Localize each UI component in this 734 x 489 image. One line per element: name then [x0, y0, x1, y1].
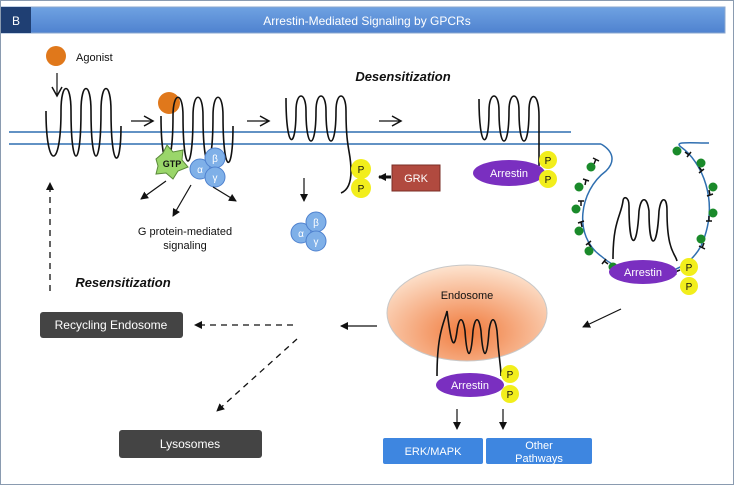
internalization-arrow	[582, 308, 622, 328]
ggamma-label: γ	[213, 173, 218, 184]
endosome	[386, 264, 548, 362]
receptor-internalizing	[612, 196, 678, 262]
phospho-site-8	[501, 385, 519, 403]
gbeta-label: β	[212, 154, 218, 165]
recycling-endosome-label: Recycling Endosome	[55, 318, 168, 332]
panel-letter: B	[12, 14, 20, 28]
free-galpha-label: α	[298, 229, 304, 240]
receptor-endosome	[436, 310, 502, 377]
other-pathways-label-line2: Pathways	[515, 453, 563, 465]
phospho-label-5: P	[686, 263, 693, 274]
arrestin-membrane-label: Arrestin	[490, 168, 528, 180]
phospho-site-7	[501, 365, 519, 383]
free-gbeta-label: β	[313, 218, 319, 229]
receptor-phosphorylated	[285, 95, 352, 194]
galpha-label: α	[197, 165, 203, 176]
gtp-label: GTP	[163, 159, 182, 169]
phospho-site-4	[539, 170, 557, 188]
lysosomes-label: Lysosomes	[160, 437, 220, 451]
phospho-site-2	[351, 178, 371, 198]
receptor-inactive	[45, 87, 122, 159]
phospho-label-2: P	[358, 184, 365, 195]
header-bar	[0, 6, 726, 34]
lysosomes-box	[119, 430, 262, 458]
ggamma-icon	[204, 166, 226, 188]
arrestin-pit	[609, 260, 677, 284]
gprotein-signaling-label-line2: signaling	[163, 240, 206, 252]
endosome-label: Endosome	[441, 290, 494, 302]
erk-mapk-box	[383, 438, 483, 464]
grk-label: GRK	[404, 173, 429, 185]
gprotein-signal-arrow-2	[172, 184, 192, 217]
phospho-site-6	[680, 277, 698, 295]
arrestin-membrane	[473, 160, 545, 186]
arrestin-pit-label: Arrestin	[624, 267, 662, 279]
bound-agonist-icon	[158, 92, 180, 114]
panel-letter-box	[1, 7, 31, 33]
arrestin-endosome	[436, 373, 504, 397]
receptor-arrestin-bound	[478, 95, 540, 166]
free-ggamma-label: γ	[314, 237, 319, 248]
gprotein-signal-arrow-1	[140, 180, 167, 200]
desensitization-label: Desensitization	[355, 69, 450, 84]
agonist-label: Agonist	[76, 52, 113, 64]
degradation-arrow	[216, 338, 298, 412]
clathrin-coated-pit	[581, 141, 710, 275]
figure-title: Arrestin-Mediated Signaling by GPCRs	[263, 14, 470, 28]
phospho-label-1: P	[358, 165, 365, 176]
resensitization-label: Resensitization	[75, 275, 170, 290]
phospho-label-7: P	[507, 370, 514, 381]
phospho-label-8: P	[507, 390, 514, 401]
phospho-site-1	[351, 159, 371, 179]
gprotein-signaling-label-line1: G protein-mediated	[138, 226, 232, 238]
other-pathways-label-line1: Other	[525, 440, 553, 452]
clathrin-dots	[571, 146, 718, 272]
arrestin-endosome-label: Arrestin	[451, 380, 489, 392]
other-pathways-box	[486, 438, 592, 464]
recycling-endosome-box	[40, 312, 183, 338]
phospho-label-6: P	[686, 282, 693, 293]
receptor-active	[160, 96, 234, 164]
free-ggamma-icon	[305, 230, 327, 252]
gprotein-signal-arrow-3	[212, 186, 237, 202]
grk-box	[391, 164, 441, 192]
phospho-label-4: P	[545, 175, 552, 186]
erk-mapk-label: ERK/MAPK	[405, 446, 463, 458]
gtp-icon	[155, 144, 189, 180]
agonist-icon	[46, 46, 66, 66]
phospho-label-3: P	[545, 156, 552, 167]
phospho-site-5	[680, 258, 698, 276]
phospho-site-3	[539, 151, 557, 169]
